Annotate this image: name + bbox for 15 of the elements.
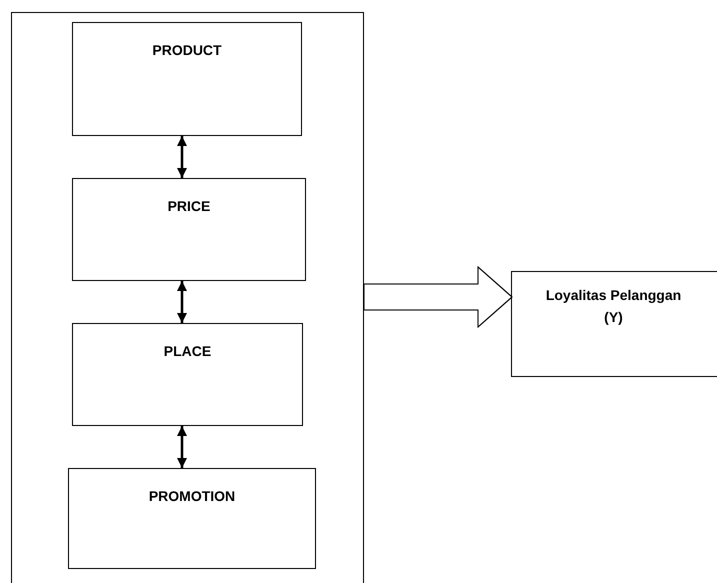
box-label: Loyalitas Pelanggan (Y) (544, 286, 682, 327)
concept-box (72, 178, 306, 281)
group-frame (11, 12, 364, 583)
concept-box (68, 468, 316, 569)
double-arrow (177, 136, 187, 178)
concept-box (72, 22, 302, 136)
concept-box (72, 323, 303, 426)
double-arrow (177, 426, 187, 468)
concept-box (511, 271, 717, 377)
box-label: PLACE (164, 342, 212, 361)
block-arrow (364, 266, 512, 328)
box-label: PRICE (168, 197, 210, 216)
box-label: PRODUCT (152, 41, 222, 60)
box-label: PROMOTION (148, 487, 236, 506)
double-arrow (177, 281, 187, 323)
